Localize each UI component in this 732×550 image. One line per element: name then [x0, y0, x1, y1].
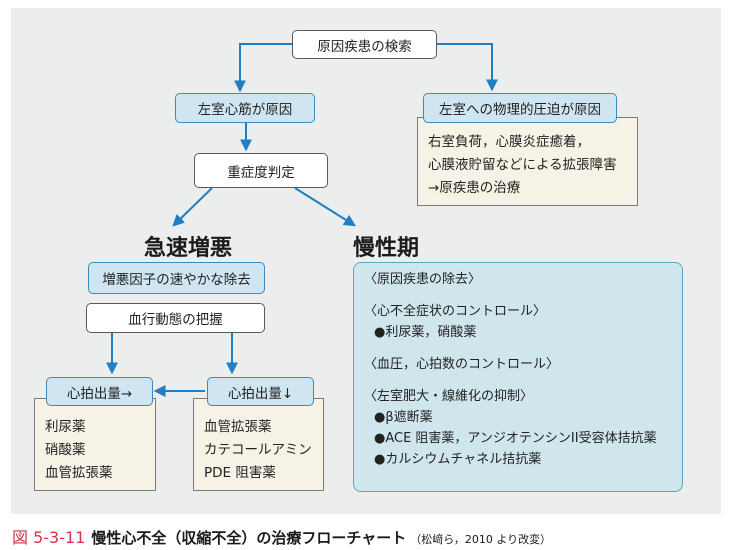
- flow-arrows: [106, 43, 498, 397]
- chronic-item: ●カルシウムチャネル拮抗薬: [374, 452, 542, 467]
- chronic-section-title: 〈血圧，心拍数のコントロール〉: [364, 357, 560, 372]
- figure-caption: 図 5-3-11 慢性心不全（収縮不全）の治療フローチャート（松﨑ら，2010 よ…: [12, 524, 551, 548]
- arrow-root-to-right: [437, 43, 498, 92]
- cardiac-output-normal-box: 心拍出量→: [46, 377, 153, 406]
- right-detail-line: 右室負荷，心膜炎症癒着，: [428, 134, 590, 150]
- chronic-phase-panel: 〈原因疾患の除去〉 〈心不全症状のコントロール〉 ●利尿薬，硝酸薬 〈血圧，心拍…: [353, 262, 683, 492]
- chronic-item: ●β遮断薬: [374, 410, 433, 425]
- right-detail-line: →原疾患の治療: [428, 180, 521, 196]
- severity-judgement-box: 重症度判定: [194, 153, 328, 188]
- drug-item: 血管拡張薬: [204, 419, 272, 435]
- left-ventricle-cause-box: 左室心筋が原因: [175, 93, 315, 123]
- right-detail-line: 心膜液貯留などによる拡張障害: [428, 157, 617, 173]
- arrow-severity-to-chronic: [294, 187, 357, 227]
- arrow-severity-to-acute: [172, 187, 213, 227]
- chronic-heading: 慢性期: [353, 236, 420, 261]
- hemodynamics-box: 血行動態の把握: [86, 303, 265, 333]
- drug-item: 血管拡張薬: [45, 465, 113, 481]
- drug-item: 硝酸薬: [45, 442, 86, 458]
- right-details-box: 右室負荷，心膜炎症癒着， 心膜液貯留などによる拡張障害 →原疾患の治療: [417, 117, 638, 206]
- co-normal-drugs-box: 利尿薬 硝酸薬 血管拡張薬: [34, 398, 156, 491]
- physical-compression-cause-box: 左室への物理的圧迫が原因: [423, 93, 617, 123]
- cardiac-output-low-box: 心拍出量↓: [207, 377, 314, 406]
- drug-item: カテコールアミン: [204, 442, 312, 458]
- chronic-section-title: 〈原因疾患の除去〉: [364, 272, 482, 287]
- chronic-item: ●利尿薬，硝酸薬: [374, 325, 477, 340]
- remove-exacerbating-factors-box: 増悪因子の速やかな除去: [88, 262, 265, 294]
- root-cause-search-box: 原因疾患の検索: [292, 30, 437, 59]
- chronic-section-title: 〈心不全症状のコントロール〉: [364, 304, 547, 319]
- arrow-root-to-left: [234, 43, 292, 93]
- chronic-section-title: 〈左室肥大・線維化の抑制〉: [364, 389, 534, 404]
- drug-item: 利尿薬: [45, 419, 86, 435]
- figure-number: 図 5-3-11: [12, 528, 86, 547]
- figure-title: 慢性心不全（収縮不全）の治療フローチャート: [91, 529, 407, 547]
- co-low-drugs-box: 血管拡張薬 カテコールアミン PDE 阻害薬: [193, 398, 324, 491]
- chronic-item: ●ACE 阻害薬，アンジオテンシンII受容体拮抗薬: [374, 431, 657, 446]
- drug-item: PDE 阻害薬: [204, 465, 276, 481]
- acute-heading: 急速増悪: [144, 236, 233, 261]
- figure-source: （松﨑ら，2010 より改変）: [410, 533, 552, 546]
